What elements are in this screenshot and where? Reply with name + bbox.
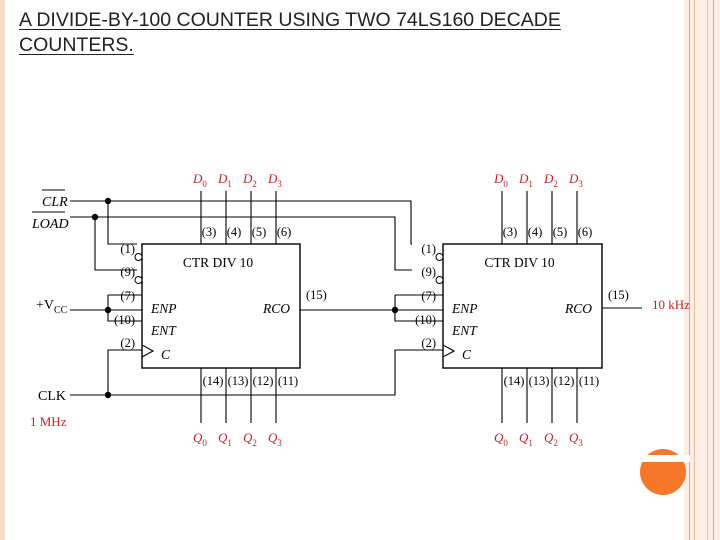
- output-pin-number: (11): [579, 374, 599, 388]
- junction-dot: [391, 306, 399, 314]
- clock-input-label: C: [462, 347, 472, 362]
- input-labels: CLR LOAD +VCC CLK 1 MHz 10 kHz: [30, 189, 690, 429]
- data-input-label: D2: [242, 171, 257, 189]
- data-pin-number: (6): [578, 225, 593, 239]
- junction-dot: [104, 306, 112, 314]
- enp-label: ENP: [150, 301, 177, 316]
- q-output-label: Q3: [268, 430, 282, 448]
- output-pin-number: (12): [253, 374, 274, 388]
- junction-dots: [91, 197, 399, 399]
- q-output-label: Q1: [218, 430, 232, 448]
- data-pin-number: (5): [252, 225, 267, 239]
- slide-title: A DIVIDE-BY-100 COUNTER USING TWO 74LS16…: [19, 9, 561, 56]
- output-pin-number: (13): [228, 374, 249, 388]
- vcc-label: +VCC: [36, 298, 68, 316]
- counter-box: [141, 243, 301, 369]
- ent-label: ENT: [451, 323, 478, 338]
- clk-frequency-label: 1 MHz: [30, 414, 67, 429]
- counter-box: [442, 243, 603, 369]
- output-frequency-label: 10 kHz: [652, 297, 690, 312]
- input-pin-number: (1): [120, 242, 135, 256]
- input-pin-number: (10): [415, 313, 436, 327]
- output-pin-number: (14): [203, 374, 224, 388]
- data-pin-number: (3): [503, 225, 518, 239]
- input-pin-number: (7): [120, 289, 135, 303]
- right-panel-line: [707, 0, 708, 540]
- data-input-label: D1: [217, 171, 232, 189]
- right-panel-line: [694, 0, 695, 540]
- input-pin-number: (7): [421, 289, 436, 303]
- q-output-label: Q2: [544, 430, 558, 448]
- data-input-label: D3: [267, 171, 282, 189]
- right-panel-line: [689, 0, 690, 540]
- q-output-label: Q2: [243, 430, 257, 448]
- input-pin-number: (1): [421, 242, 436, 256]
- output-pin-number: (11): [278, 374, 298, 388]
- clock-input-label: C: [161, 347, 171, 362]
- output-pin-number: (12): [554, 374, 575, 388]
- output-pin-number: (14): [504, 374, 525, 388]
- input-pin-number: (2): [421, 336, 436, 350]
- active-low-bubble: [435, 253, 444, 261]
- active-low-bubble: [134, 253, 143, 261]
- q-output-label: Q0: [494, 430, 508, 448]
- output-pin-number: (13): [529, 374, 550, 388]
- data-input-label: D1: [518, 171, 533, 189]
- rco-label: RCO: [564, 301, 592, 316]
- clk-label: CLK: [38, 389, 66, 404]
- counters: CTR DIV 10 (1) (9) (7) (10) (2) ENP ENT C RCO (15)…: [114, 171, 629, 448]
- data-input-label: D2: [543, 171, 558, 189]
- junction-dot: [91, 213, 99, 221]
- input-pin-number: (9): [421, 265, 436, 279]
- data-input-label: D0: [192, 171, 207, 189]
- counter-label: CTR DIV 10: [484, 255, 555, 270]
- data-pin-number: (5): [553, 225, 568, 239]
- data-pin-number: (4): [528, 225, 543, 239]
- active-low-bubble: [435, 276, 444, 284]
- ent-label: ENT: [150, 323, 177, 338]
- q-output-label: Q1: [519, 430, 533, 448]
- data-input-label: D0: [493, 171, 508, 189]
- input-pin-number: (2): [120, 336, 135, 350]
- clr-label: CLR: [42, 195, 68, 210]
- q-output-label: Q3: [569, 430, 583, 448]
- active-low-bubble: [134, 276, 143, 284]
- data-pin-number: (6): [277, 225, 292, 239]
- q-output-label: Q0: [193, 430, 207, 448]
- data-pin-number: (4): [227, 225, 242, 239]
- clock-edge-symbol: [141, 344, 155, 358]
- data-input-label: D3: [568, 171, 583, 189]
- junction-dot: [104, 197, 112, 205]
- input-pin-number: (9): [120, 265, 135, 279]
- junction-dot: [104, 391, 112, 399]
- rco-pin-number: (15): [608, 288, 629, 302]
- load-label: LOAD: [31, 217, 69, 232]
- data-pin-number: (3): [202, 225, 217, 239]
- clock-edge-symbol: [442, 344, 456, 358]
- right-panel-decoration: [684, 0, 720, 540]
- left-border-decoration: [0, 0, 5, 540]
- rco-label: RCO: [262, 301, 290, 316]
- counter-label: CTR DIV 10: [183, 255, 254, 270]
- input-pin-number: (10): [114, 313, 135, 327]
- rco-pin-number: (15): [306, 288, 327, 302]
- right-panel-line: [713, 0, 714, 540]
- enp-label: ENP: [451, 301, 478, 316]
- orange-circle-gap: [636, 455, 690, 462]
